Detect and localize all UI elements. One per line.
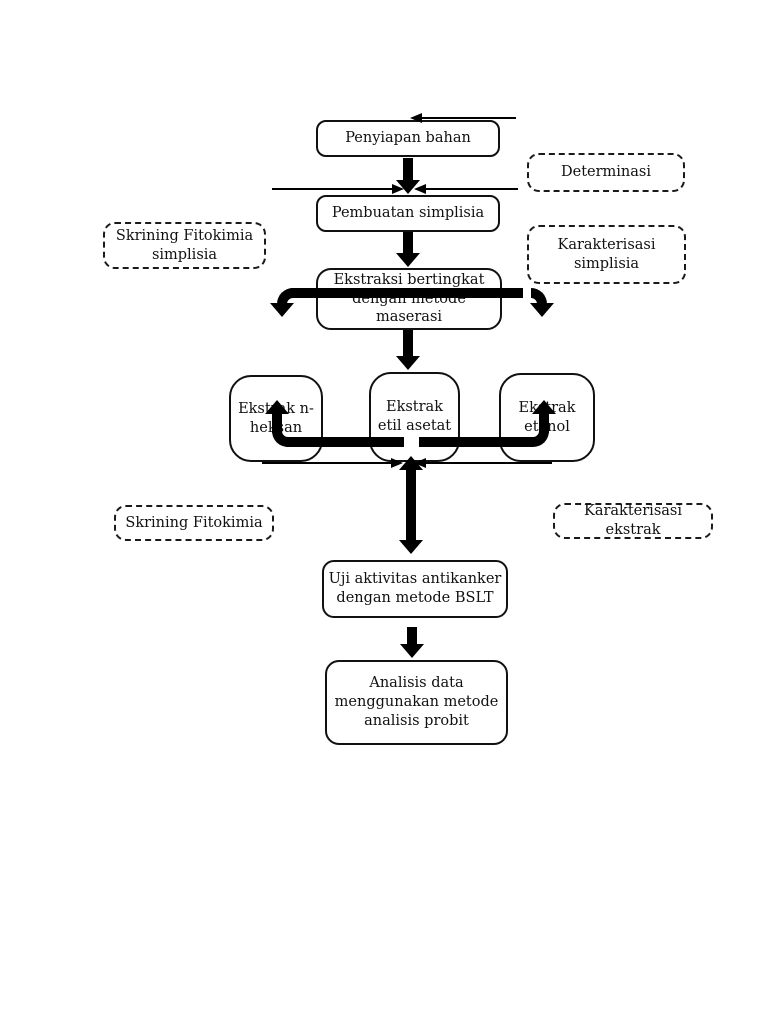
arrow-uji-to-analisis-shaft [407, 627, 417, 646]
arrow-down-icon [396, 356, 420, 370]
node-label: Ekstrak etil asetat [377, 399, 452, 434]
arrow-up-shaft-right [539, 412, 549, 433]
annotation-karakterisasi-ekstrak: Karakterisasi ekstrak [553, 503, 713, 539]
annotation-karakterisasi-simplisia: Karakterisasi simplisia [527, 225, 686, 284]
arrow-down-icon [270, 303, 294, 317]
node-pembuatan-simplisia: Pembuatan simplisia [316, 195, 500, 232]
branch-bar-ekstraksi [291, 288, 523, 298]
collect-bar-left [286, 437, 404, 447]
annotation-label: Determinasi [561, 164, 651, 181]
arrow-down-icon [400, 644, 424, 658]
thin-connector-right-to-pembuatan [426, 188, 518, 190]
annotation-skrining-fitokimia-simplisia: Skrining Fitokimia simplisia [103, 222, 266, 269]
arrow-right-icon [391, 458, 403, 468]
annotation-label: Karakterisasi ekstrak [584, 503, 682, 538]
collect-bar-right [419, 437, 533, 447]
node-label: Ekstraksi bertingkat dengan metode maser… [333, 271, 485, 326]
arrow-ekstrak-to-uji-shaft [406, 468, 416, 542]
node-ekstraksi-bertingkat: Ekstraksi bertingkat dengan metode maser… [316, 268, 502, 330]
annotation-determinasi: Determinasi [527, 153, 685, 192]
arrow-up-icon [532, 400, 556, 414]
arrow-left-icon [414, 458, 426, 468]
arrow-up-icon [265, 400, 289, 414]
thin-connector-left-to-uji [262, 462, 391, 464]
annotation-label: Karakterisasi simplisia [557, 236, 656, 272]
thin-connector-top [422, 117, 516, 119]
arrow-right-icon [392, 184, 404, 194]
arrow-left-icon [410, 113, 422, 123]
arrow-ekstraksi-to-ekstrak-shaft [403, 330, 413, 358]
thin-connector-right-to-uji [426, 462, 552, 464]
arrow-left-icon [414, 184, 426, 194]
arrow-pembuatan-to-ekstraksi-shaft [403, 232, 413, 255]
node-uji-aktivitas-antikanker: Uji aktivitas antikanker dengan metode B… [322, 560, 508, 618]
arrow-down-icon [399, 540, 423, 554]
arrow-down-icon [396, 253, 420, 267]
arrow-down-icon [530, 303, 554, 317]
arrow-penyiapan-to-pembuatan-shaft [403, 158, 413, 182]
node-analisis-data: Analisis data menggunakan metode analisi… [325, 660, 508, 745]
node-penyiapan-bahan: Penyiapan bahan [316, 120, 500, 157]
node-label: Pembuatan simplisia [331, 205, 485, 222]
branch-bend-right [531, 288, 547, 304]
annotation-label: Skrining Fitokimia [125, 514, 263, 531]
annotation-label: Skrining Fitokimia simplisia [115, 227, 254, 263]
node-label: Penyiapan bahan [345, 130, 471, 147]
node-label: Analisis data menggunakan metode analisi… [334, 675, 499, 729]
branch-bend-left [277, 288, 293, 304]
collect-bend-left [272, 431, 288, 447]
thin-connector-left-to-pembuatan [272, 188, 392, 190]
collect-bend-right [533, 431, 549, 447]
node-ekstrak-etil-asetat: Ekstrak etil asetat [369, 372, 460, 462]
annotation-skrining-fitokimia: Skrining Fitokimia [114, 505, 274, 541]
arrow-up-shaft-left [272, 412, 282, 433]
node-label: Uji aktivitas antikanker dengan metode B… [328, 571, 502, 606]
